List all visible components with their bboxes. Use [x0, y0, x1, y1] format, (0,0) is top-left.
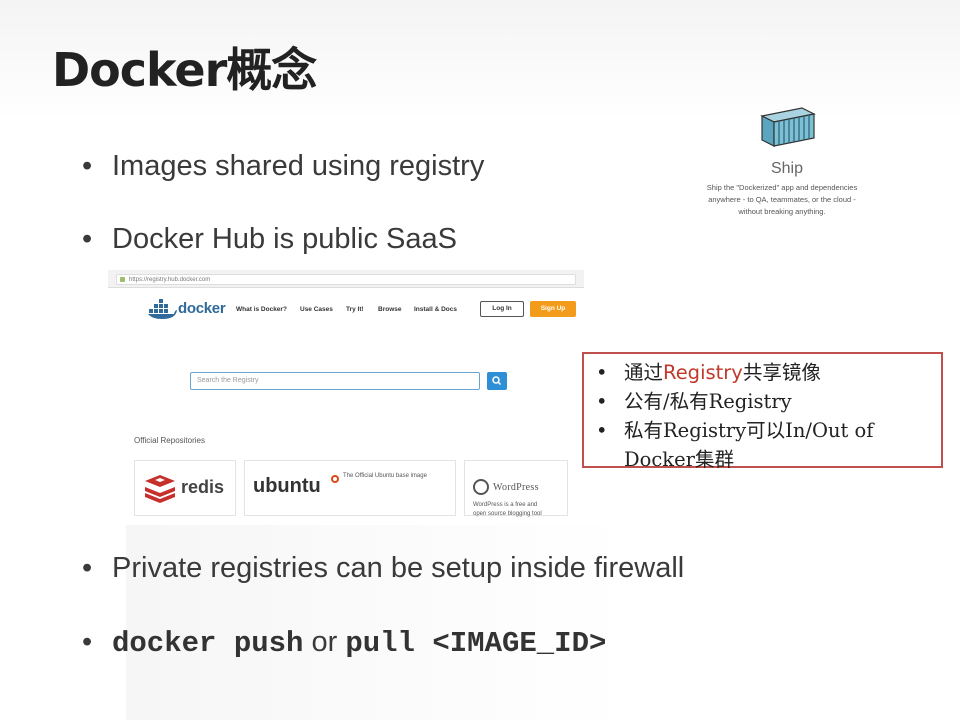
note-suffix: 共享镜像: [742, 361, 821, 384]
bullet-dot: •: [82, 626, 93, 658]
ubuntu-description: The Official Ubuntu base image: [343, 473, 427, 479]
search-button[interactable]: [487, 372, 507, 390]
nav-browse[interactable]: Browse: [378, 306, 402, 313]
ship-desc-line: without breaking anything.: [738, 207, 826, 216]
note-text: 私有Registry可以In/Out of Docker集群: [624, 419, 874, 471]
repo-card-redis[interactable]: redis: [134, 460, 236, 516]
note-item: 私有Registry可以In/Out of Docker集群: [592, 416, 932, 474]
repo-card-ubuntu[interactable]: ubuntu The Official Ubuntu base image: [244, 460, 456, 516]
nav-try-it[interactable]: Try It!: [346, 306, 364, 313]
browser-address-bar: https://registry.hub.docker.com: [108, 270, 584, 288]
command-push: docker push: [112, 627, 304, 660]
bullet-registry: • Images shared using registry: [82, 150, 484, 183]
wordpress-desc-line: WordPress is a free and: [473, 502, 538, 508]
bullet-private-registries: • Private registries can be setup inside …: [82, 552, 684, 585]
nav-what-is-docker[interactable]: What is Docker?: [236, 306, 287, 313]
bullet-dot: •: [82, 150, 93, 182]
shipping-container-icon: [760, 107, 816, 147]
command-pull: pull <IMAGE_ID>: [345, 627, 607, 660]
search-icon: [492, 376, 502, 386]
wordpress-logo-icon: [473, 479, 489, 495]
redis-label: redis: [181, 477, 225, 497]
nav-install-docs[interactable]: Install & Docs: [414, 306, 457, 313]
lock-icon: [120, 277, 125, 282]
official-repositories-heading: Official Repositories: [134, 436, 205, 445]
ship-desc-line: anywhere - to QA, teammates, or the clou…: [708, 195, 856, 204]
bullet-push-pull: • docker push or pull <IMAGE_ID>: [82, 626, 606, 660]
bullet-text: Private registries can be setup inside f…: [112, 552, 685, 584]
ubuntu-label: ubuntu: [253, 475, 321, 497]
bullet-dot: •: [82, 223, 93, 255]
wordpress-desc-line: open source blogging tool: [473, 511, 542, 517]
note-item: 公有/私有Registry: [592, 387, 932, 416]
bullet-text: Images shared using registry: [112, 150, 485, 182]
bullet-dot: •: [82, 552, 93, 584]
note-item: 通过Registry共享镜像: [592, 358, 932, 387]
ship-title: Ship: [770, 160, 804, 177]
slide-title: Docker概念: [52, 43, 317, 97]
bullet-or: or: [303, 626, 346, 658]
docker-whale-icon: [148, 299, 177, 319]
docker-logo-text: docker: [178, 300, 226, 317]
repo-card-wordpress[interactable]: WordPress WordPress is a free and open s…: [464, 460, 568, 519]
ship-description: Ship the "Dockerized" app and dependenci…: [692, 182, 872, 218]
nav-use-cases[interactable]: Use Cases: [300, 306, 333, 313]
redis-logo-icon: [145, 475, 175, 503]
docker-logo[interactable]: docker: [148, 298, 226, 320]
bullet-text: Docker Hub is public SaaS: [112, 223, 457, 255]
bottom-shade: [126, 525, 960, 720]
registry-notes-box: 通过Registry共享镜像 公有/私有Registry 私有Registry可…: [582, 352, 943, 471]
notes-list: 通过Registry共享镜像 公有/私有Registry 私有Registry可…: [592, 358, 932, 474]
signup-button[interactable]: Sign Up: [530, 301, 576, 317]
note-highlight: Registry: [663, 361, 743, 384]
login-button[interactable]: Log In: [480, 301, 524, 317]
ship-graphic: Ship Ship the "Dockerized" app and depen…: [692, 104, 872, 224]
note-text: 公有/私有Registry: [624, 390, 792, 413]
bullet-docker-hub: • Docker Hub is public SaaS: [82, 223, 457, 256]
ubuntu-circle-icon: [331, 475, 339, 483]
url-text: https://registry.hub.docker.com: [129, 277, 211, 283]
ship-desc-line: Ship the "Dockerized" app and dependenci…: [706, 183, 858, 192]
wordpress-label: WordPress: [493, 482, 539, 493]
registry-search-input[interactable]: Search the Registry: [190, 372, 480, 390]
url-field[interactable]: https://registry.hub.docker.com: [116, 274, 576, 285]
note-prefix: 通过: [624, 361, 664, 384]
wordpress-description: WordPress is a free and open source blog…: [473, 501, 542, 519]
docker-hub-screenshot: https://registry.hub.docker.com docker W…: [108, 270, 584, 522]
